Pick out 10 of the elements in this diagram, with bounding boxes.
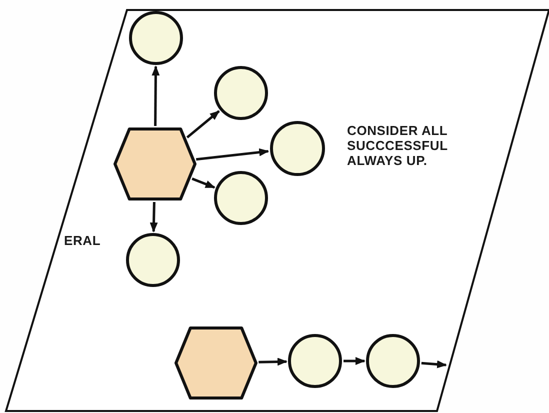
arrow [258, 358, 288, 366]
arrow [152, 66, 160, 126]
note-text: CONSIDER ALL SUCCCESSFUL ALWAYS UP. [347, 123, 449, 168]
note-text: ERAL [64, 233, 102, 248]
arrow [186, 110, 220, 138]
arrow [192, 178, 216, 189]
arrow [196, 148, 270, 161]
arrow [421, 360, 447, 368]
arrow [150, 202, 158, 232]
arrow [344, 357, 366, 365]
